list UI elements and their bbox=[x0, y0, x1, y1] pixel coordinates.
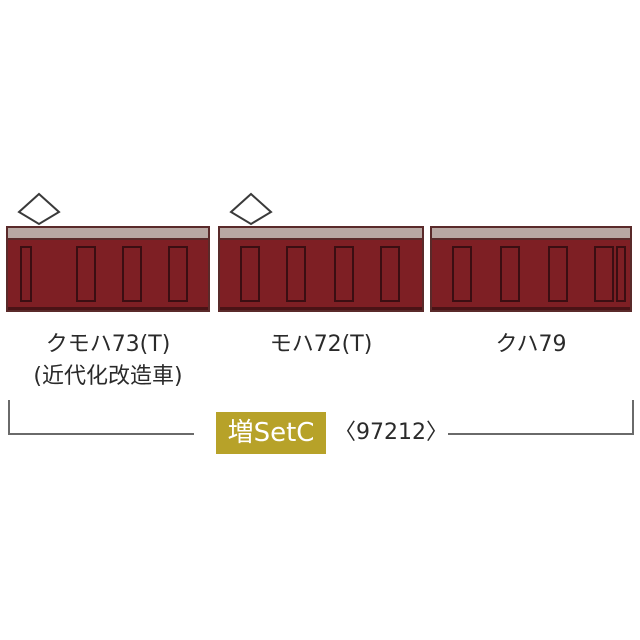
car-door bbox=[594, 246, 614, 302]
set-bracket-line bbox=[448, 433, 634, 435]
car-window bbox=[616, 246, 626, 302]
car-underframe bbox=[8, 307, 208, 310]
car-note-label: (近代化改造車) bbox=[33, 364, 183, 389]
car-door bbox=[240, 246, 260, 302]
car-moha72 bbox=[218, 226, 424, 312]
car-roof bbox=[220, 228, 422, 240]
car-door bbox=[500, 246, 520, 302]
car-roof bbox=[432, 228, 630, 240]
car-door bbox=[286, 246, 306, 302]
set-code: 〈97212〉 bbox=[334, 420, 448, 445]
car-door bbox=[380, 246, 400, 302]
set-badge: 増SetC bbox=[216, 412, 326, 454]
set-bracket-line bbox=[8, 433, 194, 435]
car-underframe bbox=[432, 307, 630, 310]
car-roof bbox=[8, 228, 208, 240]
car-door bbox=[548, 246, 568, 302]
set-bracket-right bbox=[632, 400, 634, 434]
pantograph-icon bbox=[17, 192, 61, 226]
car-door bbox=[168, 246, 188, 302]
set-bracket-left bbox=[8, 400, 10, 434]
car-name-label: クモハ73(T) bbox=[45, 332, 171, 357]
car-underframe bbox=[220, 307, 422, 310]
car-name-label: モハ72(T) bbox=[269, 332, 373, 357]
car-kuha79 bbox=[430, 226, 632, 312]
car-door bbox=[334, 246, 354, 302]
car-door bbox=[452, 246, 472, 302]
car-door bbox=[76, 246, 96, 302]
car-kumoha73 bbox=[6, 226, 210, 312]
car-door bbox=[122, 246, 142, 302]
pantograph-icon bbox=[229, 192, 273, 226]
car-window bbox=[20, 246, 32, 302]
car-name-label: クハ79 bbox=[495, 332, 567, 357]
